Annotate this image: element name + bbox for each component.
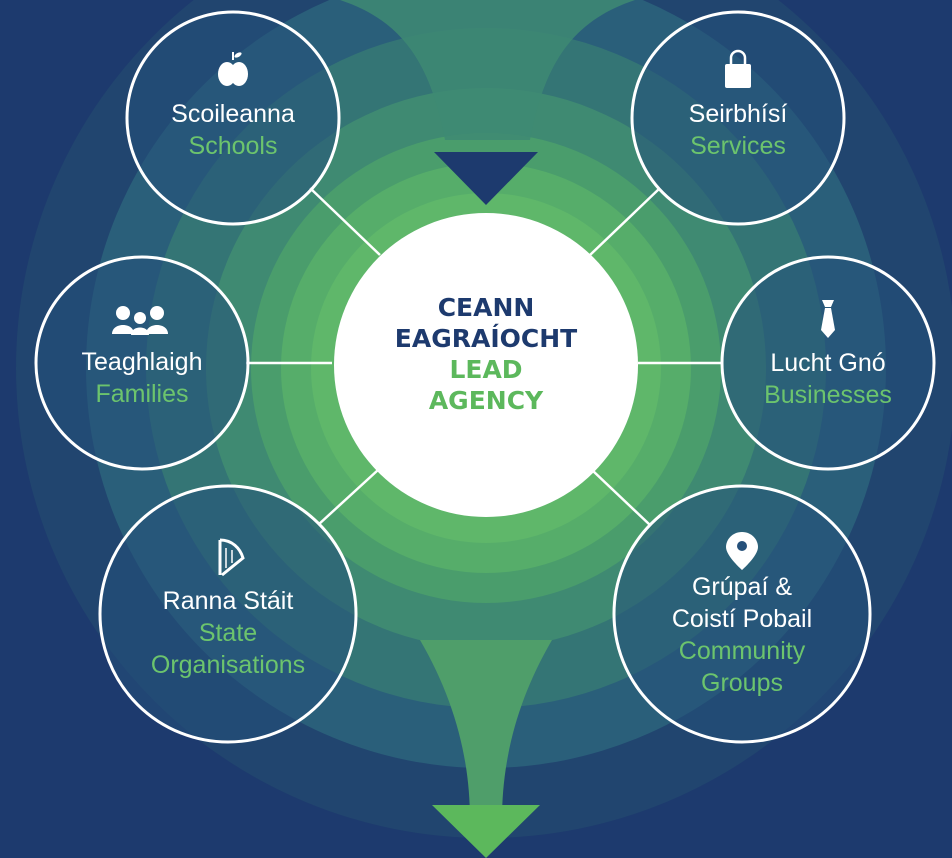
state-english-label-line2: Organisations [150, 651, 306, 679]
services-irish-label: Seirbhísí [688, 100, 788, 128]
bottom-stem [420, 640, 552, 820]
shopping-bag-icon [725, 49, 751, 88]
node-circle-schools [125, 10, 341, 226]
center-label: CEANN EAGRAÍOCHT LEAD AGENCY [336, 292, 636, 416]
center-english-line1: LEAD [449, 355, 523, 384]
node-businesses: Lucht Gnó Businesses [728, 347, 928, 411]
connector-lines [246, 187, 722, 526]
center-circle [334, 213, 638, 517]
schools-english-label: Schools [188, 132, 278, 160]
node-families: Teaghlaigh Families [42, 346, 242, 410]
apple-icon [218, 52, 248, 86]
community-english-label-line2: Groups [701, 669, 783, 697]
node-circle-services [630, 10, 846, 226]
node-state: Ranna Stáit State Organisations [113, 585, 343, 681]
center-english-line2: AGENCY [428, 386, 544, 415]
node-circle-community [612, 484, 872, 744]
node-circle-state [98, 484, 358, 744]
top-arrow-icon [434, 152, 538, 205]
node-community: Grúpaí & Coistí Pobail Community Groups [627, 571, 857, 699]
tie-icon [821, 300, 835, 338]
businesses-english-label: Businesses [764, 381, 892, 409]
community-irish-label-line2: Coistí Pobail [671, 605, 813, 633]
top-funnel [340, 0, 635, 140]
state-english-label-line1: State [198, 619, 258, 647]
harp-icon [218, 538, 245, 577]
state-irish-label: Ranna Stáit [162, 587, 294, 615]
node-services: Seirbhísí Services [638, 98, 838, 162]
center-irish-line2: EAGRAÍOCHT [394, 324, 578, 353]
families-english-label: Families [95, 380, 189, 408]
node-circle-businesses [720, 255, 936, 471]
node-schools: Scoileanna Schools [133, 98, 333, 162]
location-pin-icon [726, 532, 758, 570]
businesses-irish-label: Lucht Gnó [770, 349, 886, 377]
family-icon [112, 306, 168, 335]
center-irish-line1: CEANN [437, 293, 535, 322]
community-english-label-line1: Community [678, 637, 806, 665]
bottom-arrow-icon [432, 805, 540, 858]
schools-irish-label: Scoileanna [171, 100, 295, 128]
node-circle-families [34, 255, 250, 471]
services-english-label: Services [690, 132, 786, 160]
community-irish-label-line1: Grúpaí & [691, 573, 793, 601]
families-irish-label: Teaghlaigh [81, 348, 203, 376]
